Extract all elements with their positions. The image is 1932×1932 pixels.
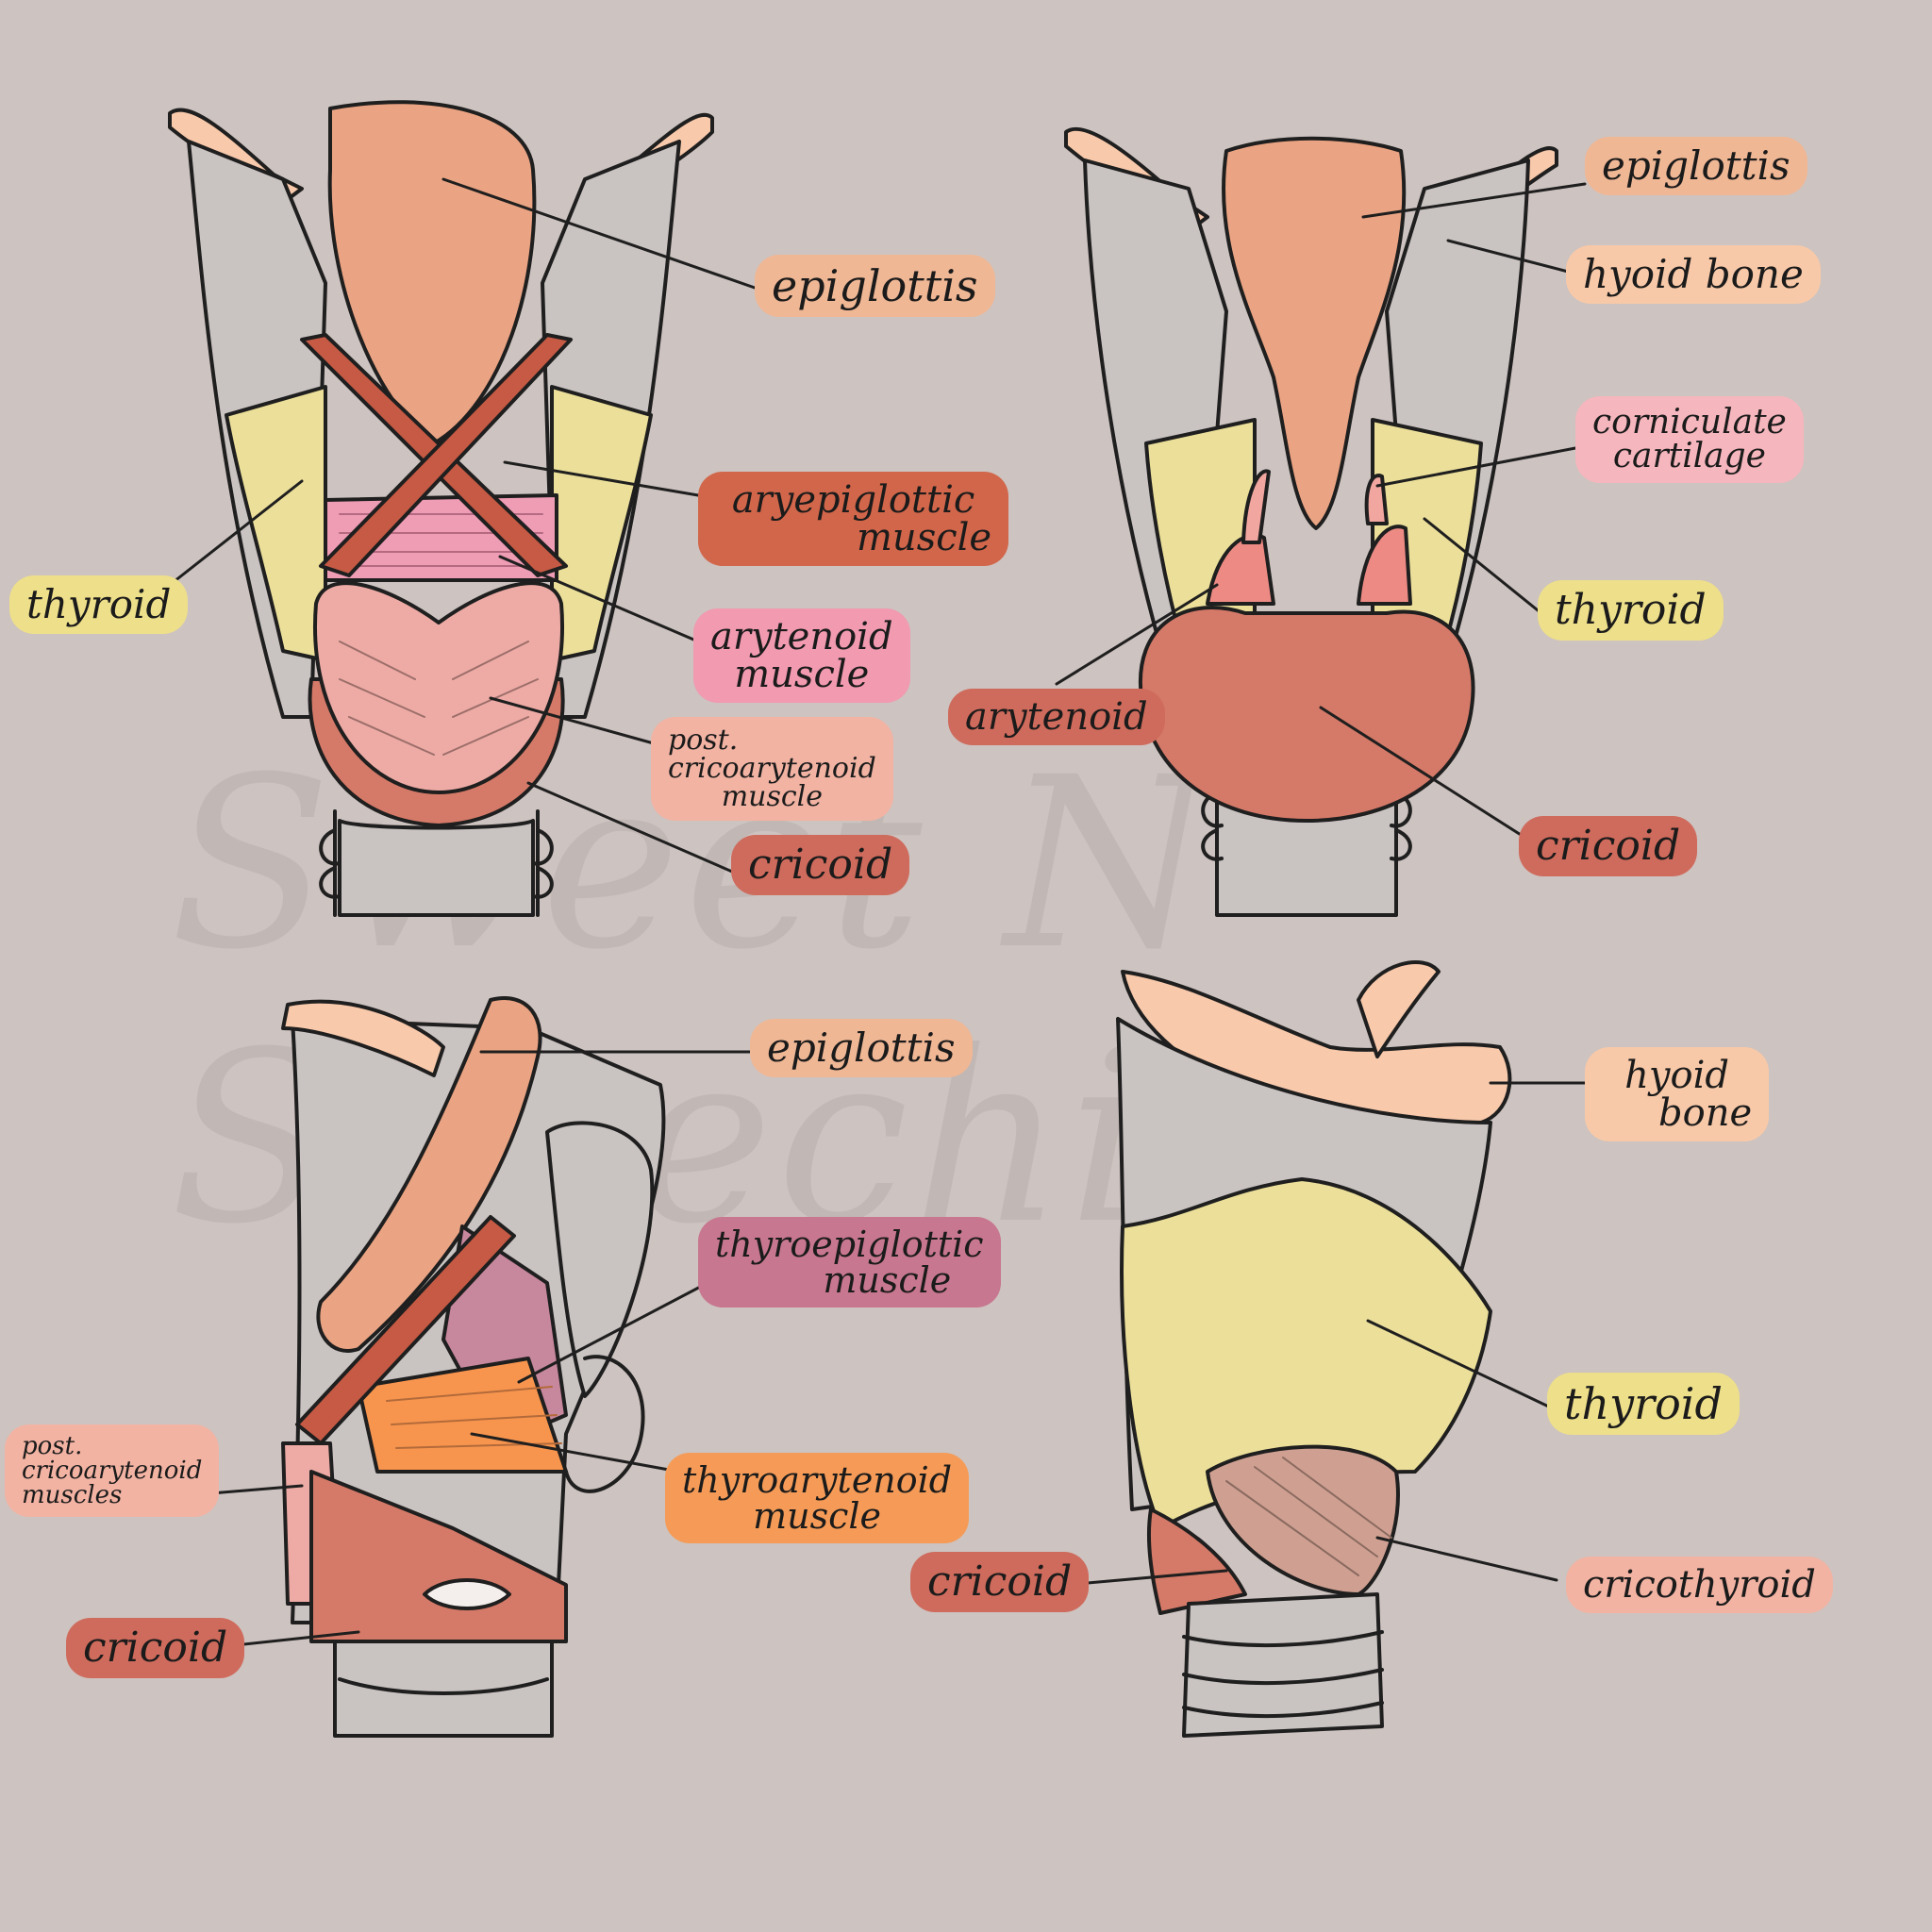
arytenoid-left [1206,533,1275,606]
label-thyroid-tl: thyroid [9,575,189,634]
label-thyroarytenoid-muscle-bl: thyroarytenoid muscle [665,1453,970,1543]
label-cricoid-br: cricoid [910,1552,1090,1612]
label-epiglottis-tr: epiglottis [1585,137,1807,195]
leader-lines [168,177,1587,1648]
thyroid-lamina-right [550,385,653,662]
trachea-lateral [1182,1592,1384,1738]
label-cricoid-tl: cricoid [731,835,910,895]
label-cricoid-tr: cricoid [1519,816,1698,876]
label-epiglottis-bl: epiglottis [750,1019,973,1077]
hyoid-greater-horn [1357,960,1441,1058]
epiglottis-posterior [327,100,537,445]
label-epiglottis-tl: epiglottis [755,255,995,317]
label-corniculate-cartilage-tr: corniculate cartilage [1575,396,1804,483]
label-post-cricoarytenoid-tl: post. cricoarytenoid muscle [651,717,893,821]
thyroid-lamina [1120,1177,1492,1530]
label-arytenoid-muscle-tl: arytenoid muscle [693,608,910,703]
diagram-posterior-muscles [168,100,714,917]
cricothyroid-muscle [1206,1444,1400,1596]
label-cricoid-bl: cricoid [66,1618,245,1678]
arytenoid-right [1357,525,1412,606]
corniculate-left [1241,469,1271,544]
label-thyroid-tr: thyroid [1538,580,1724,641]
label-cricothyroid-br: cricothyroid [1566,1557,1833,1613]
label-hyoid-bone-tr: hyoid bone [1566,245,1821,304]
thyroid-lamina-left [225,385,327,662]
label-arytenoid-tr: arytenoid [948,689,1165,745]
corniculate-right [1364,474,1389,525]
aryepiglottic-muscle-b [319,333,573,577]
label-thyroepiglottic-muscle-bl: thyroepiglottic muscle [698,1217,1001,1307]
diagram-lateral-cut [281,996,666,1738]
epiglottis-posterior [1222,136,1407,530]
label-aryepiglottic-muscle-tl: aryepiglottic muscle [698,472,1009,566]
cricoid-lateral [1147,1507,1247,1615]
label-hyoid-bone-br: hyoid bone [1585,1047,1770,1141]
label-thyroid-br: thyroid [1547,1373,1740,1435]
cricoid-posterior [1138,606,1475,823]
hyoid-cut [281,999,445,1077]
post-cricoarytenoid-muscle [313,581,564,794]
diagram-lateral-exterior [1116,960,1512,1738]
diagram-posterior-cartilages [1064,126,1558,917]
label-post-cricoarytenoid-bl: post. cricoarytenoid muscles [5,1424,220,1517]
